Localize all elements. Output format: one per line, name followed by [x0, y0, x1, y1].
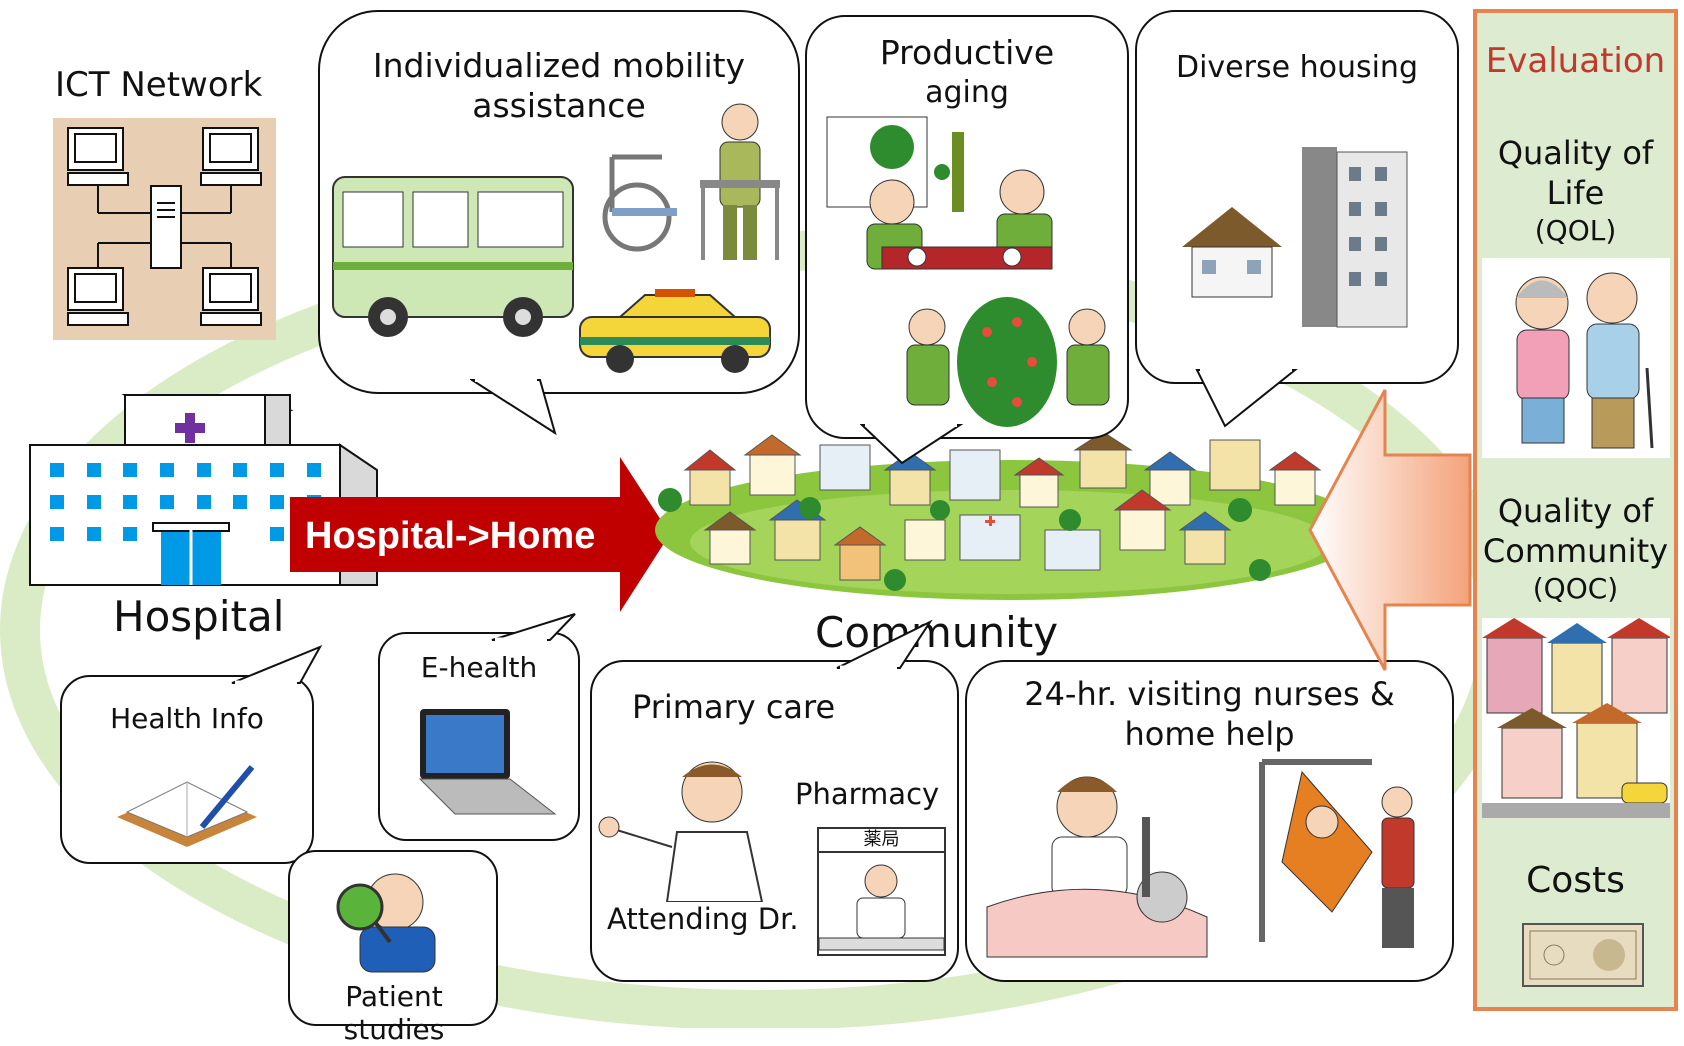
costs-label: Costs	[1526, 860, 1625, 901]
aging-bubble-tail	[860, 423, 964, 465]
health-info-bubble: Health Info	[60, 675, 314, 864]
attending-doctor-label: Attending Dr.	[607, 902, 799, 936]
yen-note-icon	[1529, 930, 1637, 980]
primary-care-title: Primary care	[632, 688, 836, 726]
mobility-bubble-tail	[470, 378, 557, 436]
hospital-label: Hospital	[113, 592, 285, 641]
bus-icon	[332, 176, 574, 337]
house-icon	[1182, 207, 1282, 298]
visiting-nurses-bubble: 24-hr. visiting nurses & home help	[965, 660, 1454, 982]
health-info-bubble-tail	[231, 645, 323, 685]
ict-network-title: ICT Network	[55, 65, 263, 105]
mobility-assistance-bubble: Individualized mobility assistance	[318, 10, 800, 394]
notebook-pen-icon	[117, 765, 257, 847]
nurse-patient-icon	[986, 776, 1208, 958]
pharmacist-icon	[818, 864, 945, 951]
patient-studies-bubble: Patient studies	[288, 850, 498, 1046]
qol-label-line1: Quality of	[1497, 134, 1654, 172]
computer-network-icon	[67, 127, 262, 326]
qol-abbr: (QOL)	[1534, 214, 1617, 247]
evaluation-title: Evaluation	[1485, 41, 1666, 81]
health-info-title: Health Info	[110, 702, 264, 735]
community-label: Community	[815, 608, 1059, 657]
productive-aging-title-line1: Productive	[879, 33, 1055, 72]
evaluation-feedback-arrow	[1308, 389, 1472, 671]
hospital-to-home-arrow	[290, 457, 670, 612]
elderly-gardening-icon	[906, 297, 1110, 427]
banknote-icon	[1522, 923, 1644, 987]
lift-caregiver-icon	[1259, 759, 1415, 948]
qoc-abbr: (QOC)	[1532, 572, 1619, 605]
housing-bubble-tail	[1195, 368, 1298, 428]
qoc-label-line2: Community	[1482, 532, 1669, 570]
researcher-magnifier-icon	[336, 873, 436, 973]
ehealth-title: E-health	[420, 651, 538, 684]
diverse-housing-bubble: Diverse housing	[1135, 10, 1459, 384]
elderly-man-walker-icon	[700, 103, 780, 260]
community-village-illustration	[655, 431, 1365, 600]
elderly-dining-icon	[826, 116, 1053, 270]
evaluation-panel: Evaluation Quality of Life (QOL) Quality…	[1473, 9, 1678, 1011]
apartment-building-icon	[1302, 147, 1408, 328]
qoc-illustration	[1482, 618, 1672, 818]
pharmacy-sign: 薬局	[819, 829, 944, 853]
hospital-building-icon	[29, 394, 378, 586]
wheelchair-icon	[602, 154, 677, 252]
qol-label-line2: Life	[1546, 174, 1605, 212]
neighborhood-houses-icon	[1482, 618, 1672, 818]
qoc-label-line1: Quality of	[1497, 492, 1654, 530]
elderly-couple-icon	[1515, 272, 1654, 449]
ehealth-bubble-tail	[491, 613, 576, 642]
doctor-icon	[598, 761, 764, 902]
pharmacy-counter: 薬局	[817, 827, 946, 956]
visiting-nurses-title: 24-hr. visiting nurses & home help	[1024, 675, 1395, 753]
taxi-icon	[579, 289, 771, 373]
ehealth-bubble: E-health	[378, 632, 580, 841]
primary-care-bubble: Primary care Pharmacy Attending Dr. 薬局	[590, 660, 959, 982]
hospital-to-home-label: Hospital->Home	[305, 515, 596, 557]
ict-network-illustration	[53, 118, 276, 340]
productive-aging-bubble: Productive aging	[805, 15, 1129, 439]
diverse-housing-title: Diverse housing	[1175, 50, 1418, 85]
mobility-assistance-title: Individualized mobility assistance	[372, 46, 746, 125]
pharmacy-label: Pharmacy	[795, 777, 940, 811]
productive-aging-title-line2: aging	[925, 75, 1009, 110]
laptop-icon	[418, 709, 557, 815]
patient-studies-title: Patient studies	[343, 980, 445, 1046]
qol-illustration	[1482, 258, 1670, 458]
primary-care-bubble-tail	[836, 620, 933, 670]
